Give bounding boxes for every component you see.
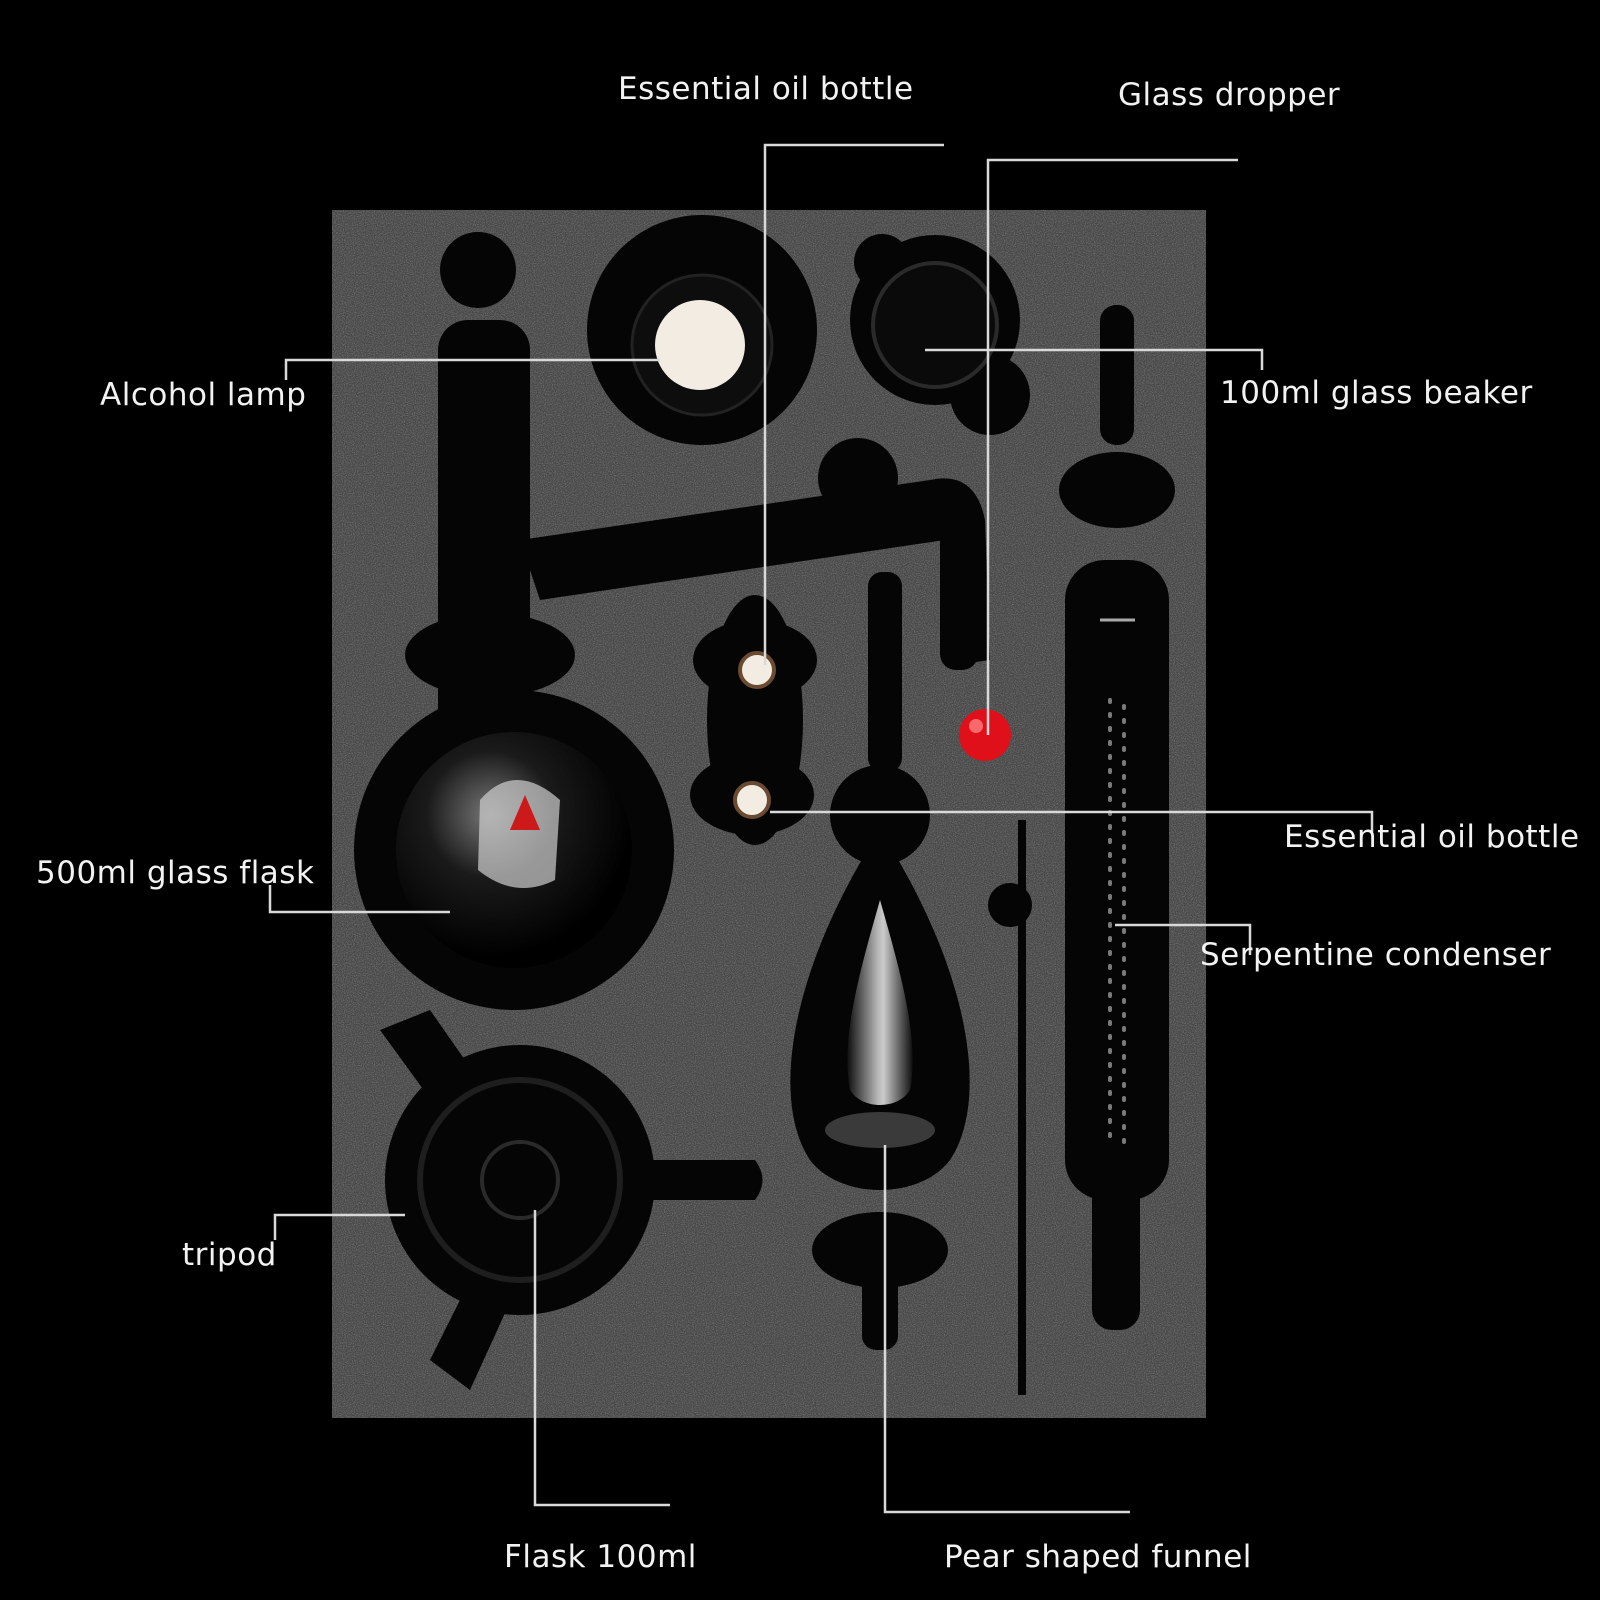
label-glass-flask-500: 500ml glass flask: [36, 855, 315, 891]
leader-tripod: [273, 1213, 405, 1240]
dropper-bulb: [959, 709, 1011, 761]
leader-essential-oil-top: [763, 143, 944, 665]
leader-lines: [268, 143, 1374, 1514]
label-glass-beaker: 100ml glass beaker: [1220, 375, 1533, 411]
rod-notch-cutout: [988, 883, 1032, 927]
tripod-leg-2-cutout: [640, 1160, 763, 1200]
tripod-center: [480, 1140, 560, 1220]
still-head-knob-cutout: [818, 438, 898, 518]
label-flask-100: Flask 100ml: [504, 1539, 697, 1575]
leader-essential-oil-right: [770, 810, 1374, 832]
tripod-leg-3-cutout: [430, 1260, 520, 1390]
leader-flask-500: [268, 885, 450, 914]
label-serpentine-condenser: Serpentine condenser: [1200, 937, 1552, 973]
tripod-ring: [417, 1077, 623, 1283]
oil-bottle-a-cap: [738, 651, 776, 689]
adapter-collar-cutout: [405, 613, 575, 697]
funnel-tip-cutout: [862, 1240, 898, 1350]
glassware-highlights: [396, 261, 1135, 1283]
dropper-bulb-shine: [969, 719, 983, 733]
label-essential-oil-bottle-top: Essential oil bottle: [618, 71, 914, 107]
leader-alcohol-lamp: [284, 358, 660, 380]
tripod-leg-1-cutout: [380, 1010, 500, 1140]
label-essential-oil-bottle-right: Essential oil bottle: [1284, 819, 1580, 855]
label-glass-dropper: Glass dropper: [1118, 77, 1341, 113]
alcohol-lamp-cap: [655, 300, 745, 390]
oil-bottle-b-cap: [733, 781, 771, 819]
funnel-base-shine: [825, 1112, 935, 1148]
leader-flask-100: [533, 1210, 670, 1507]
label-pear-funnel: Pear shaped funnel: [944, 1539, 1252, 1575]
funnel-stopper-cutout: [830, 765, 930, 865]
funnel-stem-cutout: [868, 572, 902, 772]
flask-500-logo: [510, 795, 540, 830]
funnel-glass: [847, 900, 913, 1105]
condenser-collar-cutout: [1059, 452, 1175, 528]
condenser-coil: [1108, 698, 1126, 1148]
condenser-tip-cutout: [1092, 1180, 1140, 1330]
condenser-body-cutout: [1065, 560, 1169, 1200]
leader-glass-dropper: [986, 158, 1238, 735]
leader-condenser: [1115, 923, 1252, 955]
label-tripod: tripod: [182, 1237, 277, 1273]
beaker-body: [871, 261, 999, 389]
label-alcohol-lamp: Alcohol lamp: [100, 377, 307, 413]
dropper-cutout: [940, 520, 978, 670]
condenser-top-cutout: [1100, 305, 1134, 445]
adapter-knob-cutout: [440, 232, 516, 308]
still-head-arm-cutout: [520, 478, 990, 665]
leader-beaker: [925, 348, 1264, 370]
leader-pear-funnel: [883, 1145, 1130, 1514]
glass-rod-cutout: [1018, 820, 1026, 1395]
flask-500-label: [478, 780, 560, 888]
